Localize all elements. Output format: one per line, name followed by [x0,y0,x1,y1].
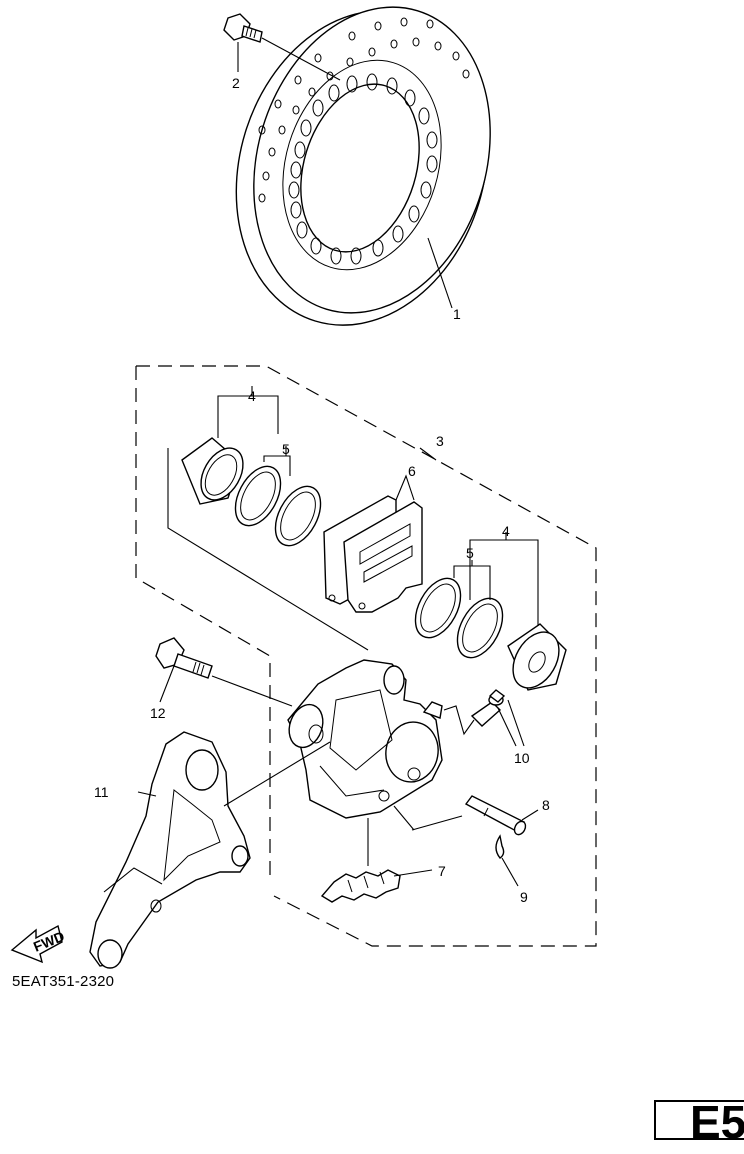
brake-disc [235,6,491,326]
label-part-6: 6 [408,463,416,479]
seal-left-1 [234,465,282,527]
part-labels: 1 2 3 4 5 6 4 5 12 11 10 8 7 9 [94,75,550,905]
pad-spring [320,869,433,903]
drawing-code: 5EAT351-2320 [12,973,115,990]
label-part-10: 10 [514,750,530,766]
label-part-3: 3 [436,433,444,449]
disc-holes-inner [288,73,438,265]
label-part-7: 7 [438,863,446,879]
label-part-4-left: 4 [248,388,256,404]
brake-pads [323,474,423,613]
leaders-4-5-left [167,386,369,651]
label-part-5-left: 5 [282,441,290,457]
label-part-12: 12 [150,705,166,721]
label-part-2: 2 [232,75,240,91]
pin-clip [495,834,519,887]
seal-right-2 [456,597,504,659]
caliper-assembly-outline [135,365,597,947]
piston-left [181,437,244,505]
page-badge-text: E5 [690,1096,744,1148]
fwd-arrow-icon: FWD [10,924,67,964]
label-part-5-right: 5 [466,545,474,561]
label-part-8: 8 [542,797,550,813]
disc-bolt [223,13,341,81]
piston-right [507,623,567,691]
leader-line-1 [427,237,453,309]
caliper-bracket [89,731,331,969]
seal-right-1 [414,577,462,639]
caliper-body [287,659,463,866]
label-part-11: 11 [94,784,109,800]
pad-pin [464,795,539,836]
label-part-1: 1 [453,306,461,322]
caliper-bolt [155,637,293,707]
bleed-screw [443,689,525,747]
leaders-4-5-right [453,532,539,626]
disc-holes-outer [258,17,470,203]
page-badge: E5 [654,1096,744,1148]
label-part-9: 9 [520,889,528,905]
label-part-4-right: 4 [502,523,510,539]
seal-left-2 [274,485,322,547]
